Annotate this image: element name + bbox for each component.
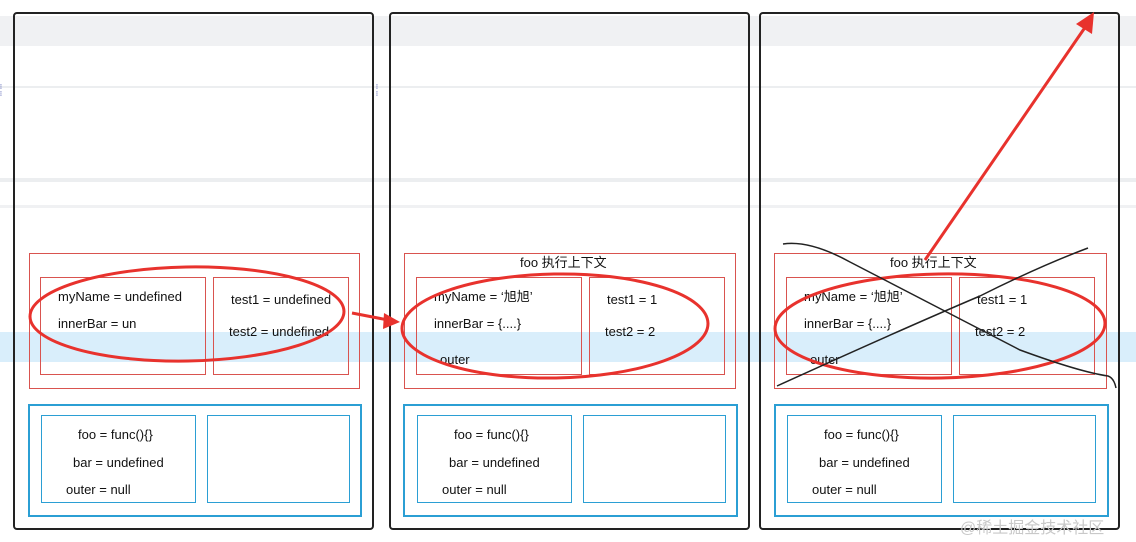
global-entry: foo = func(){} [454,427,529,442]
variable-entry: myName = undefined [58,289,182,304]
global-entry: bar = undefined [73,455,164,470]
global-context-box [403,404,738,517]
ruler-marks: ⁞⁞ [376,83,378,98]
background-divider [0,205,1136,208]
global-entry: outer = null [812,482,877,497]
variable-entry: outer [810,352,840,367]
variable-entry: innerBar = un [58,316,137,331]
variable-entry: innerBar = {....} [804,316,892,331]
background-divider [0,178,1136,182]
context-title: foo 执行上下文 [890,255,977,270]
global-lexical-box [953,415,1096,503]
global-lexical-box [583,415,726,503]
global-entry: bar = undefined [819,455,910,470]
global-lexical-box [207,415,350,503]
global-entry: foo = func(){} [78,427,153,442]
watermark: @稀土掘金技术社区 [960,520,1105,537]
call-stack-panel-3 [759,12,1120,530]
lexical-entry: test1 = undefined [231,292,332,307]
call-stack-panel-1 [13,12,374,530]
global-context-box [774,404,1109,517]
background-divider [0,86,1136,88]
variable-entry: outer [440,352,470,367]
global-variable-box [41,415,196,503]
lexical-entry: test2 = 2 [605,324,656,339]
variable-entry: myName = ‘旭旭’ [804,289,903,304]
context-title: foo 执行上下文 [520,255,607,270]
global-entry: foo = func(){} [824,427,899,442]
global-context-box [28,404,362,517]
call-stack-panel-2 [389,12,750,530]
lexical-entry: test2 = 2 [975,324,1026,339]
global-variable-box [787,415,942,503]
variable-entry: myName = ‘旭旭’ [434,289,533,304]
lexical-entry: test1 = 1 [977,292,1028,307]
lexical-entry: test2 = undefined [229,324,330,339]
global-entry: outer = null [66,482,131,497]
variable-entry: innerBar = {....} [434,316,522,331]
global-variable-box [417,415,572,503]
global-entry: outer = null [442,482,507,497]
lexical-entry: test1 = 1 [607,292,658,307]
global-entry: bar = undefined [449,455,540,470]
ruler-marks: ⁞⁞ [0,83,2,98]
